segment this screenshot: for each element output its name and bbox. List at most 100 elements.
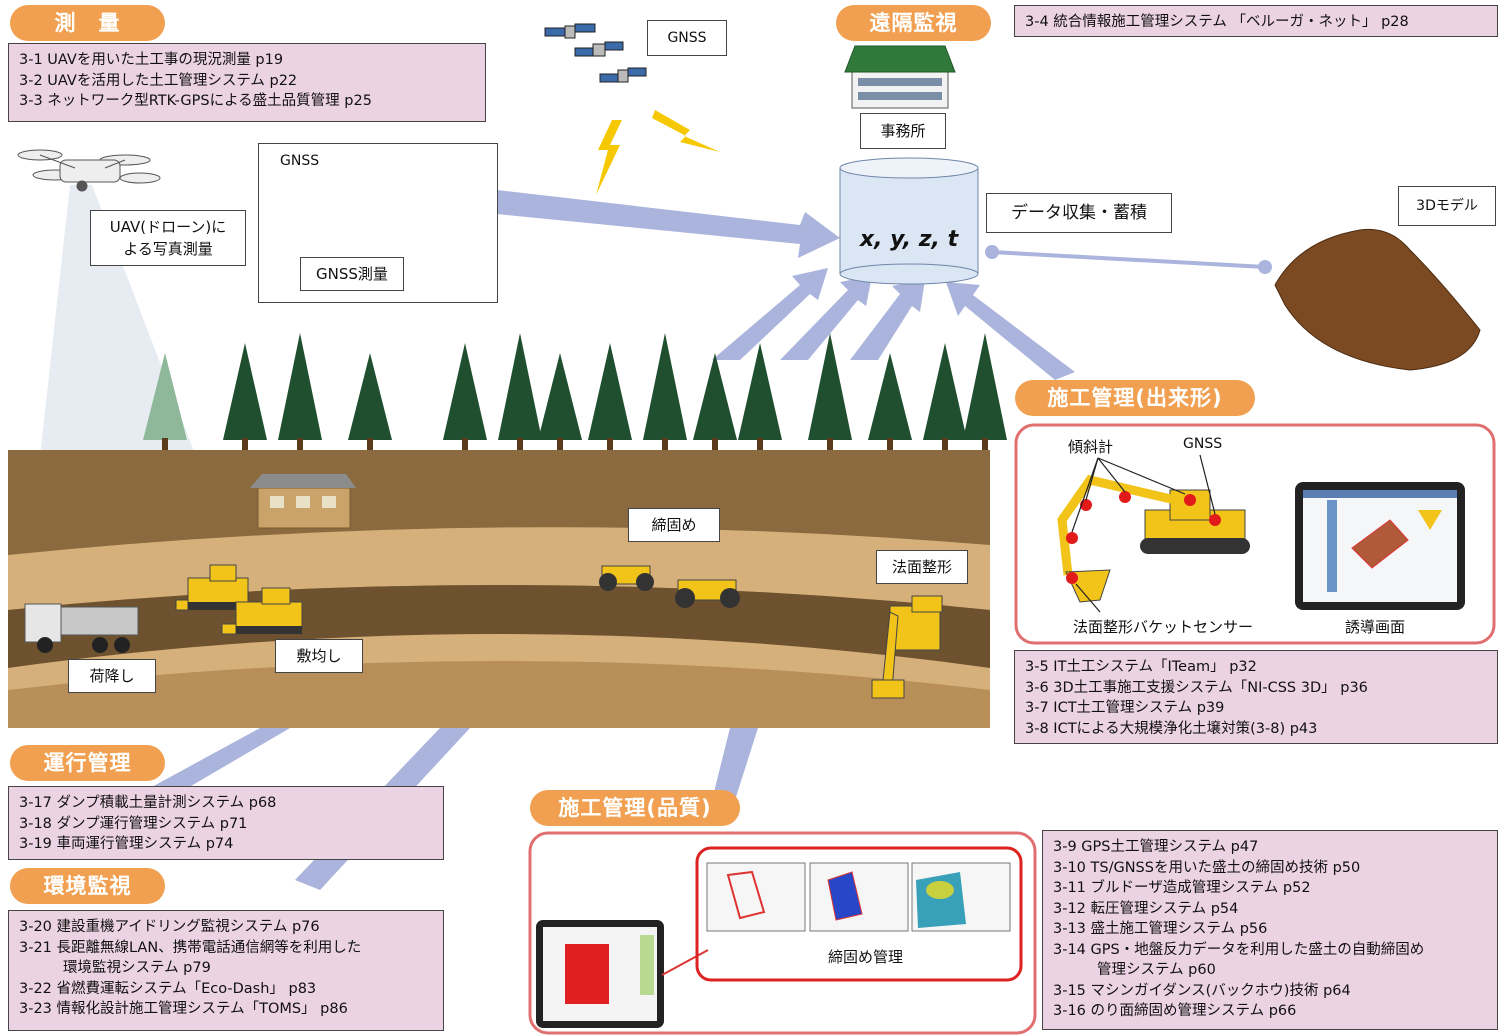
office-building-icon xyxy=(844,45,956,109)
ref-survey: 3-1 UAVを用いた土工事の現況測量 p19 3-2 UAVを活用した土工管理… xyxy=(8,43,486,122)
tree-trunk xyxy=(162,438,168,450)
ref-item: 3-8 ICTによる大規模浄化土壌対策(3-8) p43 xyxy=(1025,720,1318,737)
compaction-screens-icon xyxy=(706,862,1011,932)
tag-environment: 環境監視 xyxy=(10,868,165,904)
uav-label: UAV(ドローン)に よる写真測量 xyxy=(90,210,246,266)
tree-icon xyxy=(143,353,187,440)
ref-item: 3-10 TS/GNSSを用いた盛土の締固め技術 p50 xyxy=(1053,859,1361,876)
inclinometer-label: 傾斜計 xyxy=(1068,438,1114,456)
tree-icon xyxy=(963,333,1007,440)
arrow-site-to-store-3 xyxy=(850,280,925,360)
tree-icon xyxy=(693,353,737,440)
ref-item: 3-23 情報化設計施工管理システム「TOMS」 p86 xyxy=(19,1001,348,1017)
tag-quality: 施工管理(品質) xyxy=(530,790,740,826)
ref-operation: 3-17 ダンプ積載土量計測システム p68 3-18 ダンプ運行管理システム … xyxy=(8,786,444,860)
ref-item: 3-21 長距離無線LAN、携帯電話通信網等を利用した xyxy=(19,939,362,956)
slope-excavator-icon xyxy=(871,595,943,699)
compaction-mgmt-label: 締固め管理 xyxy=(828,948,904,966)
arrow-site-to-store-2 xyxy=(780,276,872,360)
ref-item: 3-3 ネットワーク型RTK-GPSによる盛土品質管理 p25 xyxy=(19,93,372,109)
ref-item: 3-18 ダンプ運行管理システム p71 xyxy=(19,815,248,832)
ref-item: 3-19 車両運行管理システム p74 xyxy=(19,836,234,852)
data-collect-label: データ収集・蓄積 xyxy=(986,193,1172,233)
excavator-gnss-label: GNSS xyxy=(1183,436,1223,452)
slope-shaping-label: 法面整形 xyxy=(876,550,968,584)
tree-icon xyxy=(223,343,267,440)
tree-trunk xyxy=(712,438,718,450)
tag-operation: 運行管理 xyxy=(10,745,165,781)
construction-site-scene xyxy=(8,450,990,728)
spreading-label: 敷均し xyxy=(275,639,363,673)
forest xyxy=(143,333,1007,450)
model-connector xyxy=(985,245,1272,274)
ref-item: 3-15 マシンガイダンス(バックホウ)技術 p64 xyxy=(1053,982,1351,999)
tree-icon xyxy=(868,353,912,440)
ref-quality: 3-9 GPS土工管理システム p47 3-10 TS/GNSSを用いた盛土の締… xyxy=(1042,830,1498,1030)
tree-trunk xyxy=(607,438,613,450)
gnss-survey-label: GNSS測量 xyxy=(300,257,404,291)
tree-icon xyxy=(443,343,487,440)
gnss-satellite-label: GNSS xyxy=(647,20,727,56)
ref-item: 3-13 盛土施工管理システム p56 xyxy=(1053,921,1268,937)
tree-icon xyxy=(588,343,632,440)
bulldozer-2-icon xyxy=(221,587,303,635)
ref-item: 3-6 3D土工事施工支援システム「NI-CSS 3D」 p36 xyxy=(1025,679,1368,696)
uav-label-line1: UAV(ドローン)に xyxy=(109,218,227,236)
tree-trunk xyxy=(367,438,373,450)
tree-trunk xyxy=(942,438,948,450)
ref-item: 3-11 ブルドーザ造成管理システム p52 xyxy=(1053,880,1311,896)
dump-truck-icon xyxy=(24,603,139,653)
quality-panel-border xyxy=(528,831,1037,1035)
tag-finish: 施工管理(出来形) xyxy=(1015,380,1255,416)
tree-trunk xyxy=(827,438,833,450)
compaction-panel-border xyxy=(695,846,1023,982)
tree-trunk xyxy=(662,438,668,450)
ref-item: 3-2 UAVを活用した土工管理システム p22 xyxy=(19,72,298,89)
tree-icon xyxy=(643,333,687,440)
tree-trunk xyxy=(462,438,468,450)
unloading-label: 荷降し xyxy=(68,659,156,693)
roller-1-icon xyxy=(599,565,654,591)
ref-item: 環境監視システム p79 xyxy=(63,960,211,976)
ref-item: 3-17 ダンプ積載土量計測システム p68 xyxy=(19,795,277,811)
site-office-hut-icon xyxy=(250,474,356,529)
tag-remote: 遠隔監視 xyxy=(836,5,991,41)
tree-trunk xyxy=(557,438,563,450)
roller-2-icon xyxy=(675,579,740,608)
compaction-label: 締固め xyxy=(628,508,720,542)
radio-signal-icon xyxy=(596,110,720,195)
data-store-cylinder xyxy=(839,157,979,285)
tree-icon xyxy=(278,333,322,440)
model3d-label: 3Dモデル xyxy=(1398,186,1496,226)
tree-trunk xyxy=(887,438,893,450)
data-store-label: x, y, z, t xyxy=(859,227,960,252)
gnss-satellites-icon xyxy=(544,23,647,83)
arrow-site-to-store-1 xyxy=(712,268,828,360)
ref-item: 3-5 IT土工システム「ITeam」 p32 xyxy=(1025,659,1257,675)
ref-item: 3-20 建設重機アイドリング監視システム p76 xyxy=(19,919,320,935)
tree-trunk xyxy=(297,438,303,450)
guidance-tablet-icon xyxy=(1295,482,1465,610)
guidance-screen-label: 誘導画面 xyxy=(1345,618,1406,636)
arrow-quality-to-site xyxy=(712,728,758,800)
ref-item: 3-12 転圧管理システム p54 xyxy=(1053,900,1239,917)
ref-item: 3-1 UAVを用いた土工事の現況測量 p19 xyxy=(19,52,284,68)
ref-item: 3-14 GPS・地盤反力データを利用した盛土の自動締固め xyxy=(1053,941,1425,958)
bucket-sensor-label: 法面整形バケットセンサー xyxy=(1073,618,1254,636)
3d-model-mound-icon xyxy=(1274,228,1481,371)
ref-item: 3-4 統合情報施工管理システム 「ベルーガ・ネット」 p28 xyxy=(1025,14,1409,30)
drone-icon xyxy=(17,149,161,192)
tree-icon xyxy=(738,343,782,440)
arrow-gnss-to-store xyxy=(497,190,840,258)
tree-icon xyxy=(923,343,967,440)
compaction-tablet-icon xyxy=(536,920,709,1028)
ref-item: 3-22 省燃費運転システム「Eco-Dash」 p83 xyxy=(19,980,317,997)
ref-item: 3-7 ICT土工管理システム p39 xyxy=(1025,700,1225,716)
ref-finish: 3-5 IT土工システム「ITeam」 p32 3-6 3D土工事施工支援システ… xyxy=(1014,650,1498,744)
bulldozer-1-icon xyxy=(175,564,249,611)
arrow-finish-to-store xyxy=(946,282,1075,380)
uav-label-line2: よる写真測量 xyxy=(123,240,213,258)
tree-trunk xyxy=(517,438,523,450)
ref-item: 3-9 GPS土工管理システム p47 xyxy=(1053,839,1259,855)
